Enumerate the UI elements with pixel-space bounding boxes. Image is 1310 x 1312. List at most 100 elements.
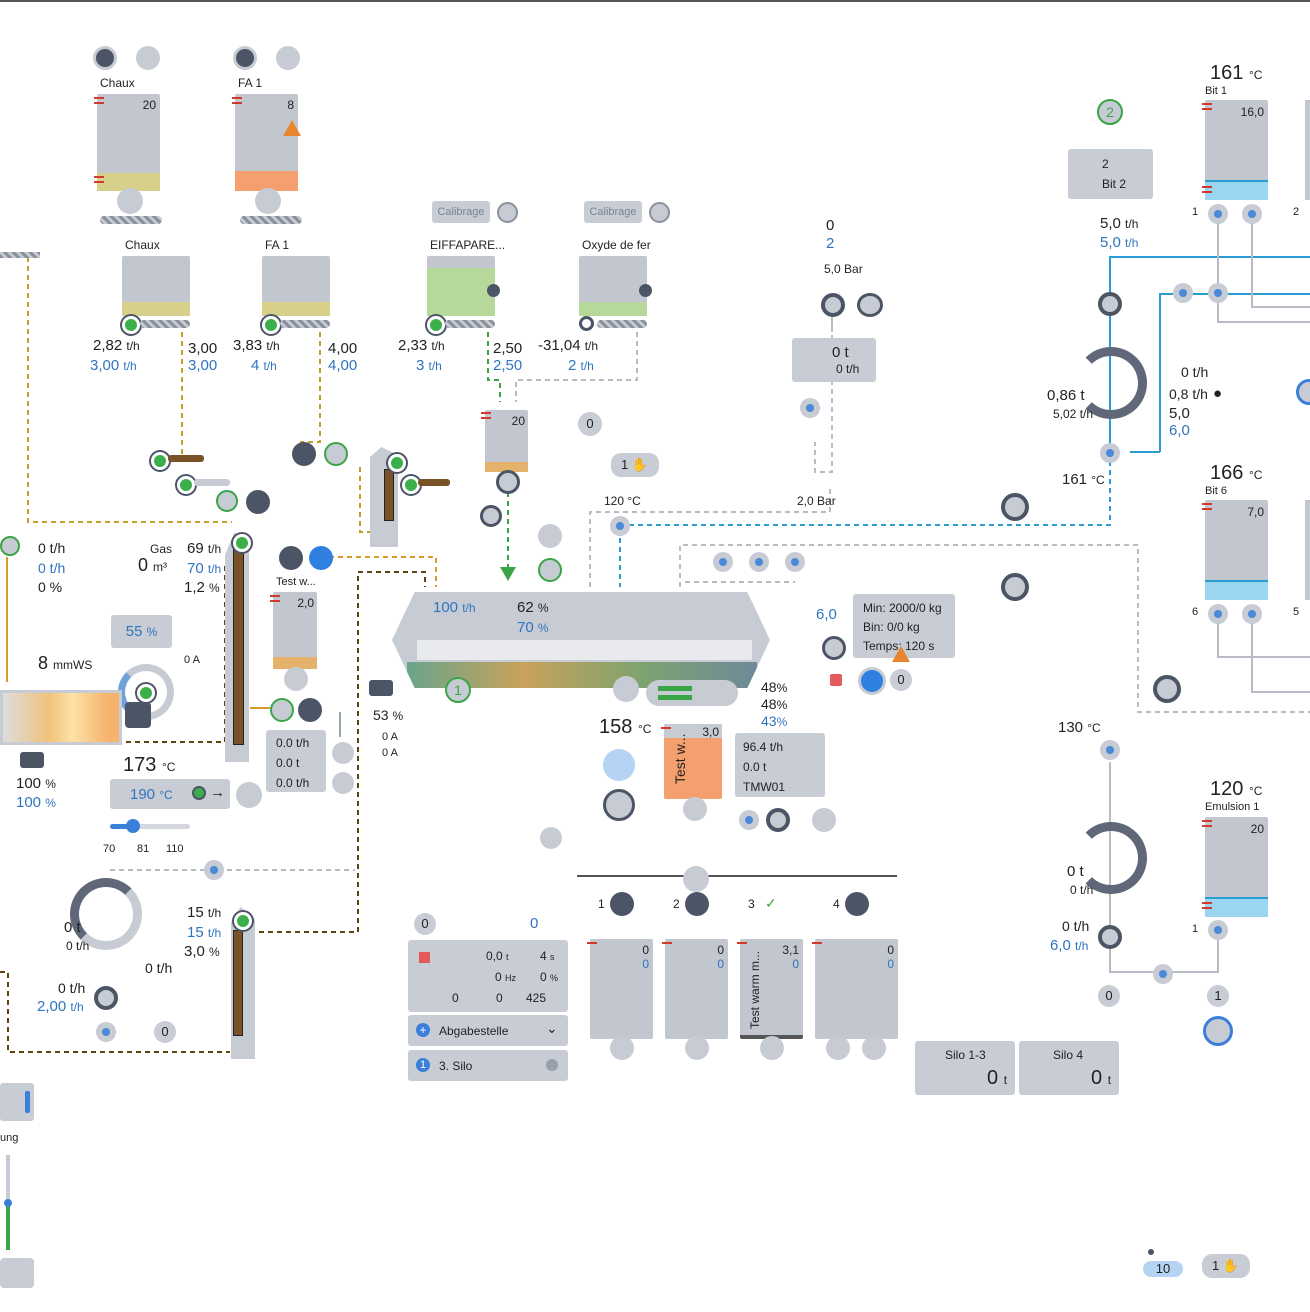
refresh-icon[interactable] <box>276 46 300 70</box>
rotary-valve-icon[interactable] <box>496 470 520 494</box>
doser-status-icon[interactable] <box>262 316 280 334</box>
chevron-down-icon[interactable] <box>603 789 635 821</box>
valve-node[interactable] <box>1100 443 1120 463</box>
chevron-down-icon[interactable] <box>649 202 670 223</box>
chevron-left-icon[interactable] <box>270 698 294 722</box>
valve-node[interactable] <box>1208 283 1228 303</box>
download-icon[interactable] <box>332 742 354 764</box>
hand-icon[interactable] <box>236 782 262 808</box>
chevron-down-icon[interactable] <box>610 892 634 916</box>
chevron-down-icon[interactable] <box>0 536 20 556</box>
power-icon[interactable] <box>1153 675 1181 703</box>
temp-slider[interactable] <box>110 819 190 833</box>
burner-pct-box[interactable]: 55 % <box>111 615 172 648</box>
doser-status-icon[interactable] <box>122 316 140 334</box>
hand-pill[interactable]: 1 ✋ <box>611 453 659 477</box>
power-icon[interactable] <box>1001 493 1029 521</box>
pump-icon[interactable] <box>1098 292 1122 316</box>
discharge-icon[interactable] <box>683 797 707 821</box>
play-icon[interactable] <box>93 46 117 70</box>
discharge-icon[interactable] <box>284 667 308 691</box>
slider-handle[interactable] <box>126 819 140 833</box>
close-icon[interactable] <box>546 1059 558 1071</box>
doser-status-icon[interactable] <box>579 316 594 331</box>
hand-icon[interactable] <box>858 667 886 695</box>
elevator-status-icon[interactable] <box>234 912 252 930</box>
chevron-right-icon[interactable] <box>298 698 322 722</box>
calibrate-button[interactable]: Calibrage <box>584 201 642 223</box>
chevron-down-icon[interactable] <box>216 490 238 512</box>
screw-status-icon[interactable] <box>402 476 420 494</box>
valve-node[interactable] <box>800 398 820 418</box>
refresh-icon[interactable] <box>136 46 160 70</box>
valve-node[interactable] <box>1153 964 1173 984</box>
chevron-up-icon[interactable] <box>538 558 562 582</box>
valve-node[interactable] <box>749 552 769 572</box>
hand-icon[interactable] <box>538 524 562 548</box>
valve-icon[interactable] <box>821 293 845 317</box>
screw-status-icon[interactable] <box>151 452 169 470</box>
dispatch-item[interactable]: 1 3. Silo <box>408 1050 568 1081</box>
doser-status-icon[interactable] <box>427 316 445 334</box>
chevron-right-icon[interactable] <box>324 442 348 466</box>
pump-icon[interactable] <box>1098 925 1122 949</box>
hand-icon[interactable] <box>613 676 639 702</box>
dispatch-dropdown[interactable]: + Abgabestelle ⌄ <box>408 1015 568 1046</box>
side-box[interactable] <box>0 1083 34 1121</box>
footer-hand-pill[interactable]: 1 ✋ <box>1202 1254 1250 1278</box>
chevron-down-icon[interactable] <box>279 546 303 570</box>
power-icon[interactable] <box>1001 573 1029 601</box>
chevron-down-icon[interactable] <box>497 202 518 223</box>
valve-node[interactable] <box>1242 204 1262 224</box>
compass-icon[interactable] <box>1203 1016 1233 1046</box>
valve-node[interactable] <box>1208 920 1228 940</box>
hand-icon[interactable] <box>812 808 836 832</box>
pump-icon[interactable] <box>857 293 883 317</box>
stop-icon[interactable] <box>830 674 842 686</box>
stop-icon[interactable] <box>419 952 430 963</box>
discharge-icon[interactable] <box>610 1036 634 1060</box>
mixer-badge[interactable]: 1 <box>445 677 471 703</box>
valve-node[interactable] <box>713 552 733 572</box>
bit-badge[interactable]: 2 <box>1097 99 1123 125</box>
valve-node[interactable] <box>1100 740 1120 760</box>
valve-node[interactable] <box>1208 204 1228 224</box>
play-icon[interactable] <box>233 46 257 70</box>
discharge-icon[interactable] <box>685 1036 709 1060</box>
valve-node[interactable] <box>204 860 224 880</box>
elevator-status-icon[interactable] <box>233 534 251 552</box>
skip-icon[interactable] <box>683 866 709 892</box>
discharge-icon[interactable] <box>826 1036 850 1060</box>
valve-node[interactable] <box>1208 604 1228 624</box>
valve-node[interactable] <box>739 810 759 830</box>
play-icon[interactable] <box>822 636 846 660</box>
discharge-icon[interactable] <box>117 188 143 214</box>
discharge-icon[interactable] <box>255 188 281 214</box>
chevron-right-icon[interactable] <box>309 546 333 570</box>
discharge-icon[interactable] <box>760 1036 784 1060</box>
chevron-right-icon[interactable] <box>246 490 270 514</box>
screw-status-icon[interactable] <box>177 476 195 494</box>
calibrate-button[interactable]: Calibrage <box>432 201 490 223</box>
power-icon[interactable] <box>1296 379 1310 405</box>
burner-status-icon[interactable] <box>137 684 155 702</box>
lock-icon[interactable] <box>332 772 354 794</box>
discharge-icon[interactable] <box>862 1036 886 1060</box>
side-button[interactable] <box>0 1258 34 1288</box>
collapse-left-icon[interactable] <box>540 827 562 849</box>
valve-node[interactable] <box>610 516 630 536</box>
valve-icon[interactable] <box>94 986 118 1010</box>
footer-count[interactable]: 10 <box>1143 1261 1183 1277</box>
chevron-down-icon[interactable] <box>292 442 316 466</box>
elevator-status-icon[interactable] <box>388 454 406 472</box>
valve-icon[interactable] <box>766 808 790 832</box>
bit2-box[interactable]: 2 Bit 2 <box>1068 149 1153 199</box>
valve-node[interactable] <box>96 1022 116 1042</box>
valve-node[interactable] <box>785 552 805 572</box>
valve-icon[interactable] <box>480 505 502 527</box>
chevron-down-icon[interactable] <box>685 892 709 916</box>
temp-setpoint-box[interactable]: 190 °C → <box>110 779 230 809</box>
valve-node[interactable] <box>1242 604 1262 624</box>
valve-node[interactable] <box>1173 283 1193 303</box>
download-icon[interactable] <box>603 749 635 781</box>
